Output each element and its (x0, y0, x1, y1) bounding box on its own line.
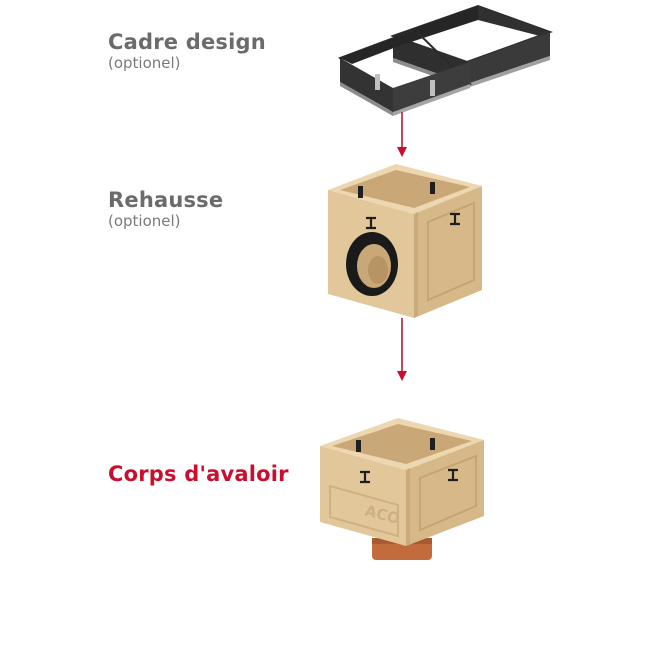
back-frame (389, 4, 553, 88)
gully-body-icon: ACO (320, 418, 484, 560)
component-subtitle: (optionel) (108, 212, 181, 230)
component-subtitle: (optionel) (108, 54, 181, 72)
component-label-rehausse: Rehausse (optionel) (108, 188, 223, 230)
component-title: Cadre design (108, 30, 266, 54)
component-title: Corps d'avaloir (108, 462, 289, 486)
front-frame (338, 28, 472, 116)
component-title: Rehausse (108, 188, 224, 212)
component-label-cadre: Cadre design (optionel) (108, 30, 266, 72)
component-label-corps: Corps d'avaloir (108, 462, 289, 486)
design-frame-icon (338, 4, 553, 116)
extension-box-icon (328, 164, 482, 318)
